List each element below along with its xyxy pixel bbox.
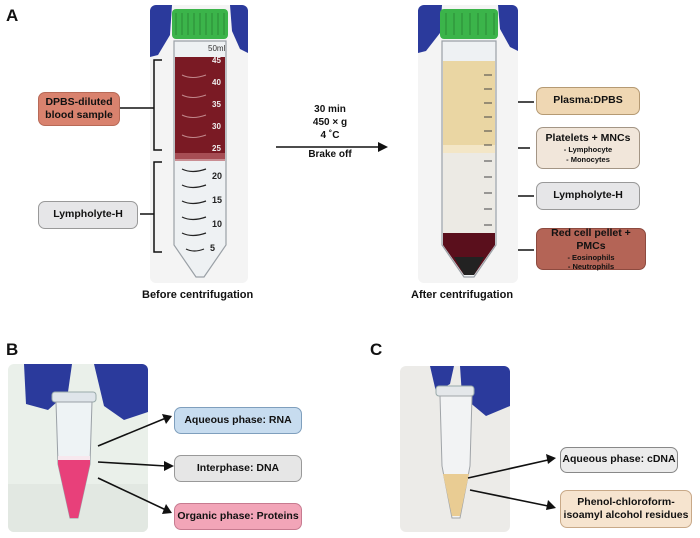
lympholyte-left-box: Lympholyte-H [38,201,138,229]
glove-right-icon [230,5,248,53]
aqueous-cdna-box: Aqueous phase: cDNA [560,447,678,473]
red-cell-pellet-layer [443,233,495,275]
tube-after-photo [418,5,518,283]
condition-time: 30 min [314,104,346,115]
plasma-dpbs-box: Plasma:DPBS [536,87,640,115]
panel-letter-b: B [6,340,19,359]
arrow-residues [469,489,549,507]
glove-left-icon [430,366,454,392]
tube-mark-label: 45 [212,56,221,65]
arrow-aqueous-rna [97,417,167,447]
platelets-mncs-title: Platelets + MNCs [545,132,631,145]
tube-mark-label: 25 [212,144,221,153]
glove-left-icon [418,5,442,53]
organic-proteins-box: Organic phase: Proteins [174,503,302,530]
tube-mark-label: 30 [212,122,221,131]
tube-before-drawing: 50ml 45 40 35 30 25 20 15 10 5 [150,5,248,278]
platelets-sub-monocytes: - Monocytes [566,154,610,164]
tube-capacity-label: 50ml [208,44,226,53]
phenol-residues-box: Phenol-chloroform- isoamyl alcohol resid… [560,490,692,528]
bracket-lympholyte-left [153,161,162,253]
tube-before-photo: 50ml 45 40 35 30 25 20 15 10 5 [150,5,248,283]
buffy-coat-layer [443,145,495,153]
condition-brake: Brake off [308,149,352,160]
tube-c-photo [400,366,510,532]
residue-layer [443,474,469,516]
tube-c-drawing [430,366,510,519]
bracket-blood [153,59,162,151]
red-cell-sub-eosinophils: - Eosinophils [567,252,615,262]
tube-mark-label: 40 [212,78,221,87]
tube-after-drawing [418,5,518,278]
tube-mark-label: 35 [212,100,221,109]
centrifugation-conditions: 30 min 450 × g 4 ˚C Brake off [290,103,370,161]
interphase-layer [58,456,90,460]
tube-mark-label: 20 [212,171,222,181]
red-cell-pellet-title: Red cell pellet + PMCs [551,226,631,252]
tube-mark-label: 5 [210,243,215,253]
arrow-aqueous-cdna [467,459,549,479]
panel-letter-a: A [6,6,19,25]
caption-before: Before centrifugation [142,289,254,301]
lympholyte-right-box: Lympholyte-H [536,182,640,210]
condition-force: 450 × g [312,117,348,128]
arrow-organic-proteins [97,477,167,511]
tube-mark-label: 15 [212,195,222,205]
glove-right-icon [498,5,518,51]
caption-after: After centrifugation [411,289,514,301]
organic-phase-layer [58,460,90,518]
glove-right-icon [460,366,510,416]
glove-right-icon [94,364,148,420]
aqueous-rna-box: Aqueous phase: RNA [174,407,302,434]
arrow-interphase-dna [97,461,167,467]
platelets-mncs-box: Platelets + MNCs - Lymphocyte - Monocyte… [536,127,640,169]
tube-b-photo [8,364,148,532]
red-cell-pellet-box: Red cell pellet + PMCs - Eosinophils - N… [536,226,646,272]
condition-temperature: 4 ˚C [320,130,340,141]
red-cell-sub-neutrophils: - Neutrophils [567,262,615,272]
tube-mark-label: 10 [212,219,222,229]
blood-layer [175,57,225,159]
tube-b-drawing [8,364,148,532]
platelets-sub-lymphocyte: - Lymphocyte [563,145,613,155]
dpbs-diluted-blood-box: DPBS-diluted blood sample [38,92,120,126]
panel-letter-c: C [370,340,383,359]
glove-left-icon [150,5,172,57]
interphase-dna-box: Interphase: DNA [174,455,302,482]
